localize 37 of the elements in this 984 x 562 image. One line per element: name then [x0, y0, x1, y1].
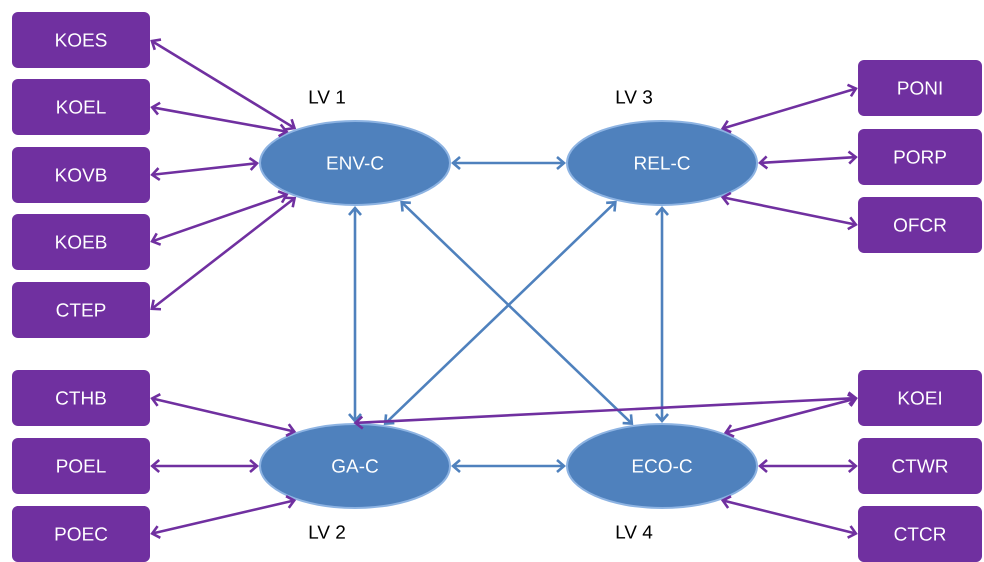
- double-arrow: [150, 190, 288, 246]
- double-arrow: [655, 206, 669, 423]
- variable-label: LV 3: [616, 90, 652, 104]
- double-arrow: [348, 206, 362, 423]
- indicator-box: CTHB: [12, 370, 150, 426]
- double-arrow: [758, 150, 858, 170]
- indicator-box: POEC: [12, 506, 150, 562]
- indicator-box: PORP: [858, 129, 982, 185]
- variable-label: LV 1: [310, 90, 345, 104]
- double-arrow: [150, 495, 296, 539]
- double-arrow: [150, 393, 296, 437]
- double-arrow: [150, 102, 288, 138]
- double-arrow: [758, 459, 858, 473]
- double-arrow: [150, 196, 296, 311]
- indicator-box: PONI: [858, 60, 982, 116]
- variable-label: LV 2: [310, 525, 345, 539]
- double-arrow: [451, 156, 566, 170]
- indicator-box: KOEL: [12, 79, 150, 135]
- double-arrow: [720, 192, 858, 230]
- double-arrow: [451, 459, 566, 473]
- indicator-box: KOES: [12, 12, 150, 68]
- double-arrow: [150, 156, 259, 182]
- double-arrow: [720, 495, 858, 539]
- double-arrow: [150, 38, 296, 131]
- double-arrow: [724, 393, 858, 438]
- indicator-box: KOVB: [12, 147, 150, 203]
- indicator-box: KOEB: [12, 214, 150, 270]
- indicator-box: CTCR: [858, 506, 982, 562]
- indicator-box: POEL: [12, 438, 150, 494]
- double-arrow: [720, 84, 858, 134]
- double-arrow: [354, 391, 858, 430]
- variable-label: LV 4: [616, 525, 652, 539]
- double-arrow: [150, 459, 259, 473]
- indicator-box: CTEP: [12, 282, 150, 338]
- indicator-box: KOEI: [858, 370, 982, 426]
- indicator-box: CTWR: [858, 438, 982, 494]
- indicator-box: OFCR: [858, 197, 982, 253]
